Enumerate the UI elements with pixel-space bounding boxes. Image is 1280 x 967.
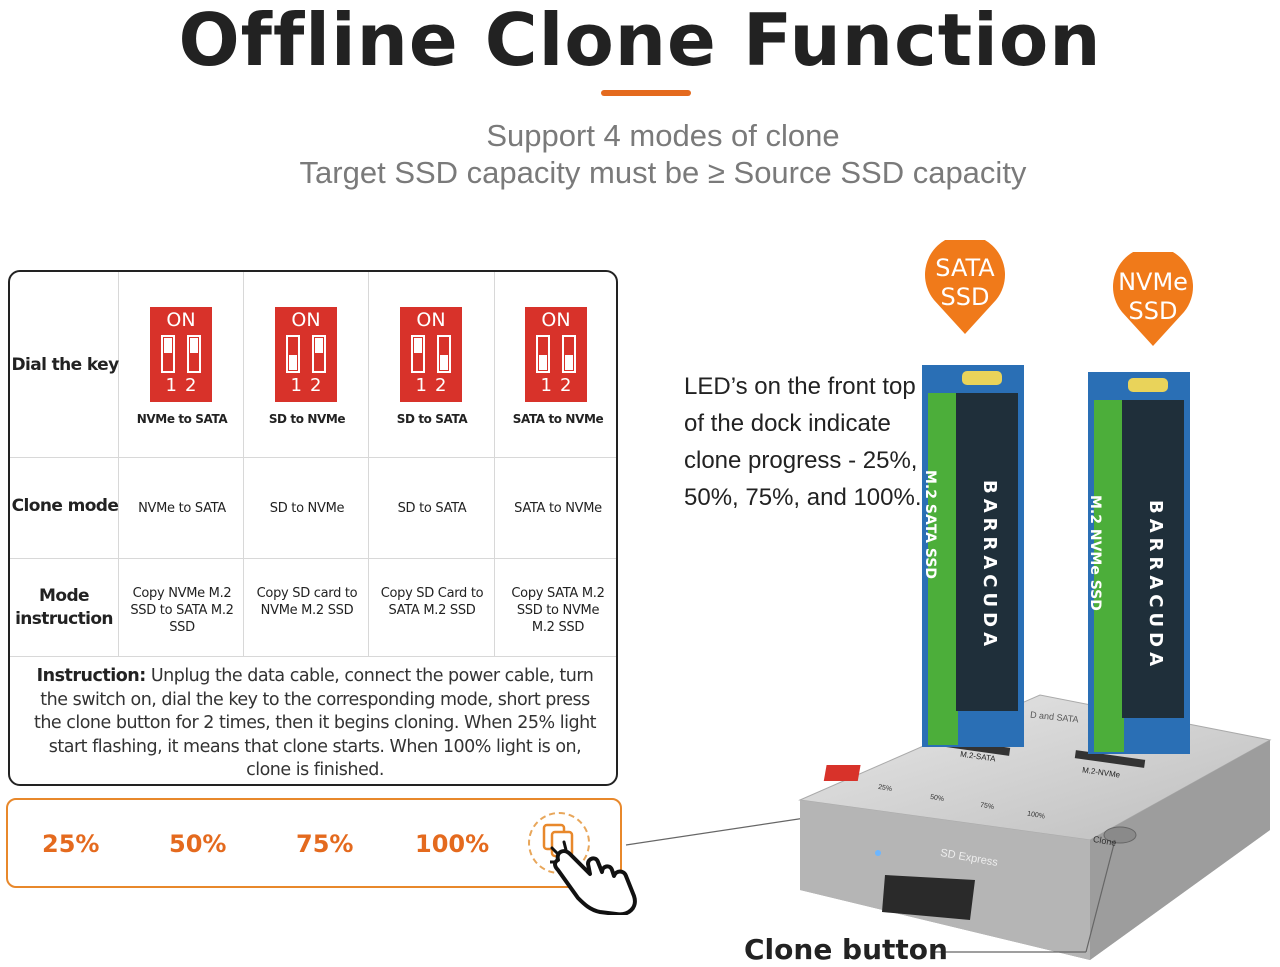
dip-key-1: [536, 335, 550, 373]
clone-mode-cell: SD to SATA: [397, 501, 467, 516]
ssd-right-brand: BARRACUDA: [1145, 500, 1166, 671]
divider: [368, 272, 369, 657]
hand-pointer-icon: [550, 840, 637, 915]
dip-key-1: [286, 335, 300, 373]
page-title: Offline Clone Function: [178, 0, 1102, 82]
row-header-dial: Dial the key: [11, 355, 119, 375]
dip-key-1: [161, 335, 175, 373]
dip-on-label: ON: [416, 309, 446, 331]
divider: [10, 558, 616, 559]
dial-caption: SD to SATA: [396, 412, 468, 426]
led-description: LED’s on the front top of the dock indic…: [684, 373, 922, 511]
dip-key-2: [187, 335, 201, 373]
dip-numbers: 12: [540, 375, 580, 396]
dip-key-1: [411, 335, 425, 373]
clone-mode-table: Dial the key Clone mode Mode instruction…: [8, 270, 618, 786]
clone-mode-cell: NVMe to SATA: [138, 501, 226, 516]
divider: [10, 656, 616, 657]
dial-caption: SD to NVMe: [268, 412, 346, 426]
divider: [243, 272, 244, 657]
divider: [10, 457, 616, 458]
dip-key-2: [437, 335, 451, 373]
row-header-clone-mode: Clone mode: [11, 496, 119, 516]
progress-led-panel: 25% 50% 75% 100%: [6, 798, 622, 888]
subtitle-modes: Support 4 modes of clone: [486, 118, 840, 153]
progress-step: 50%: [169, 830, 227, 858]
dip-numbers: 12: [290, 375, 330, 396]
ssd-right-model: M.2 NVMe SSD: [1087, 495, 1103, 611]
dip-switch-sd-to-sata: ON 12: [400, 307, 462, 402]
mode-instruction-cell: Copy NVMe M.2 SSD to SATA M.2 SSD: [130, 586, 234, 635]
dip-switch-sata-to-nvme: ON 12: [525, 307, 587, 402]
clone-mode-cell: SD to NVMe: [269, 501, 345, 516]
badge-line: SSD: [1128, 297, 1178, 325]
clone-mode-cell: SATA to NVMe: [514, 501, 602, 516]
nvme-ssd-badge: NVMe SSD: [1110, 252, 1196, 346]
dip-numbers: 12: [415, 375, 455, 396]
mode-instruction-cell: Copy SD card to NVMe M.2 SSD: [256, 586, 358, 618]
ssd-left-model: M.2 SATA SSD: [922, 470, 938, 580]
badge-line: NVMe: [1118, 268, 1188, 296]
dial-caption: SATA to NVMe: [512, 412, 604, 426]
divider: [494, 272, 495, 657]
sata-ssd-badge: SATA SSD: [922, 240, 1008, 334]
dial-caption: NVMe to SATA: [136, 412, 228, 426]
instruction-paragraph: Instruction: Unplug the data cable, conn…: [30, 665, 600, 783]
title-underline: [601, 90, 691, 96]
badge-pin-shape: [925, 240, 1005, 334]
clone-button-label: Clone button: [744, 933, 948, 966]
dip-key-2: [562, 335, 576, 373]
instruction-text: Unplug the data cable, connect the power…: [33, 666, 597, 780]
subtitle-capacity: Target SSD capacity must be ≥ Source SSD…: [299, 155, 1027, 190]
progress-step: 25%: [42, 830, 100, 858]
badge-pin-shape: [1113, 252, 1193, 346]
mode-instruction-cell: Copy SD Card to SATA M.2 SSD: [380, 586, 484, 618]
badge-line: SATA: [935, 254, 995, 282]
instruction-label: Instruction:: [36, 666, 147, 686]
divider: [118, 272, 119, 657]
dip-switch-sd-to-nvme: ON 12: [275, 307, 337, 402]
mode-instruction-cell: Copy SATA M.2 SSD to NVMe M.2 SSD: [511, 586, 605, 635]
dip-on-label: ON: [541, 309, 571, 331]
badge-line: SSD: [940, 283, 990, 311]
dip-switch-nvme-to-sata: ON 12: [150, 307, 212, 402]
clone-dock-illustration: [798, 365, 1272, 960]
progress-step: 75%: [296, 830, 354, 858]
dip-on-label: ON: [166, 309, 196, 331]
dip-on-label: ON: [291, 309, 321, 331]
dip-key-2: [312, 335, 326, 373]
dip-numbers: 12: [165, 375, 205, 396]
row-header-mode-instruction: Mode instruction: [15, 586, 113, 629]
ssd-left-brand: BARRACUDA: [979, 480, 1000, 651]
progress-step: 100%: [415, 830, 490, 858]
